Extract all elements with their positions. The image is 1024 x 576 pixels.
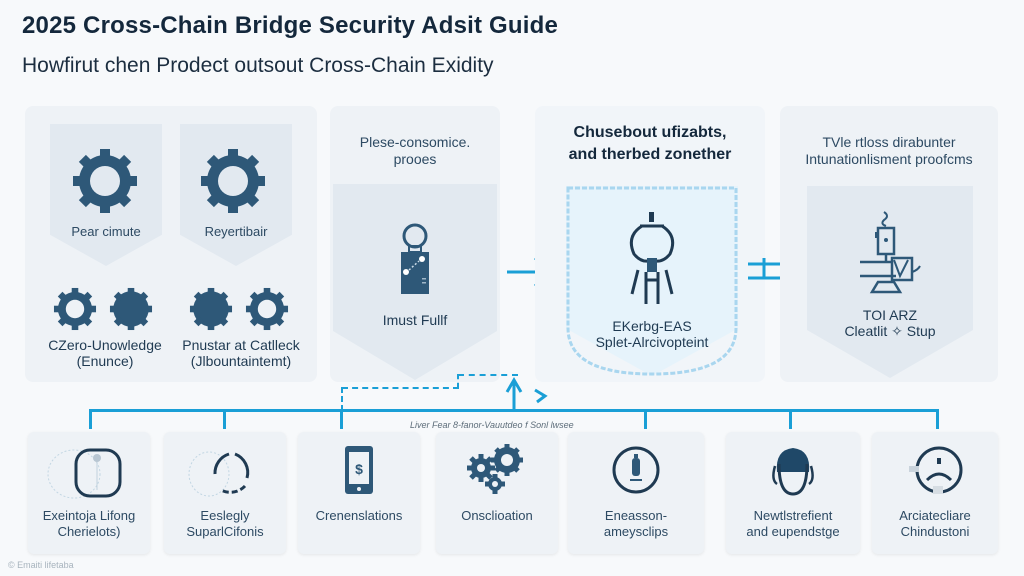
circle-bottle-icon (612, 446, 660, 494)
panel-2-heading: Plese-consomice.prooes (359, 134, 471, 167)
card-3-label: Crenenslations (315, 508, 403, 523)
card-4-label: Onsclioation (461, 508, 533, 523)
card-4: Onsclioation (436, 432, 558, 554)
person-head-icon (772, 448, 814, 496)
gears-icon (467, 444, 523, 494)
bridge-network-icon (629, 212, 675, 304)
cycle-icon (188, 451, 250, 497)
connector-drop-1 (89, 409, 92, 429)
shield-rounded-icon (47, 448, 122, 499)
sad-face-icon (909, 446, 963, 494)
connector-drop-2 (223, 409, 226, 429)
card-3: $ Crenenslations (298, 432, 420, 554)
phone-dollar-icon: $ (345, 446, 373, 494)
shield-1-label: Pear cimute (71, 224, 141, 239)
connector-drop-3 (340, 409, 343, 429)
connector-drop-4 (644, 409, 647, 429)
gear-group-2-label: Pnustar at Catlleck(Jlbountaintemt) (182, 337, 300, 369)
dashed-connector-vertical-left (341, 387, 343, 411)
padlock-tag-icon (401, 223, 429, 294)
connector-drop-5 (789, 409, 792, 429)
page-subtitle: Howfirut chen Prodect outsout Cross-Chai… (22, 54, 494, 77)
panel-3-shield-outline (566, 186, 738, 376)
svg-text:$: $ (355, 461, 363, 477)
card-5: Eneasson-ameysclips (568, 432, 704, 554)
gear-solid-icon (109, 287, 153, 331)
dashed-connector-vertical-right (457, 374, 459, 388)
connector-drop-6 (936, 409, 939, 429)
panel-3-heading: Chusebout ufizabts,and therbed zonether (568, 124, 732, 163)
gear-outline-icon (53, 287, 97, 331)
connector-bus (90, 409, 938, 412)
bus-label: Liver Fear 8-fanor-Vauutdeo f Sonl lwsee (410, 420, 574, 430)
gear-icon (201, 149, 265, 213)
gear-group-1-label: CZero-Unowledge(Enunce) (48, 337, 162, 369)
gear-outline-icon (245, 287, 289, 331)
shield-2-label: Reyertibair (204, 224, 268, 239)
plus-equal-icon (748, 258, 784, 280)
footer-credit: © Emaiti lifetaba (8, 560, 74, 570)
card-5-label: Eneasson-ameysclips (603, 508, 669, 539)
gear-icon (73, 149, 137, 213)
up-arrow-icon (505, 377, 548, 410)
panel-2-shield-label: Imust Fullf (382, 312, 448, 328)
machine-icon (860, 211, 921, 294)
dashed-connector-middle (342, 387, 459, 389)
gear-solid-icon (189, 287, 233, 331)
page-title: 2025 Cross-Chain Bridge Security Adsit G… (22, 12, 559, 39)
dashed-connector-upper (458, 374, 518, 376)
